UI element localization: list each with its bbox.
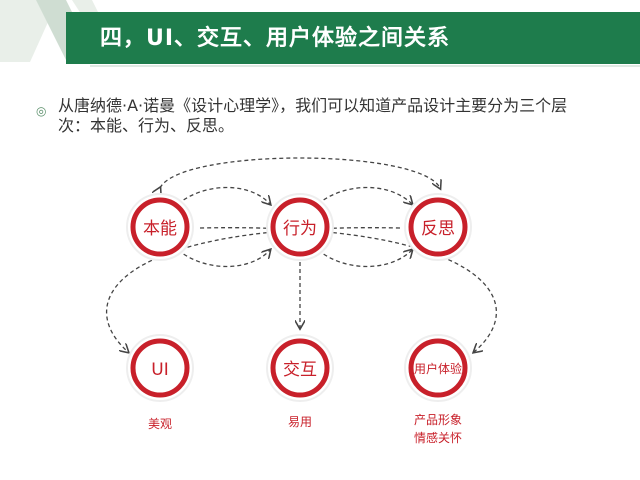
caption-ui: 美观 [148,417,172,431]
caption-ux-line1: 产品形象 [414,413,462,427]
node-instinct: 本能 [126,193,194,261]
node-ui: UI [126,334,194,402]
node-ui-label: UI [151,360,168,380]
arc-instinct-behavior-top [178,186,270,205]
node-reflect-label: 反思 [421,219,455,239]
arc-behavior-reflect-bottom [318,250,412,268]
intro-paragraph: 从唐纳德·A·诺曼《设计心理学》，我们可以知道产品设计主要分为三个层次：本能、行… [58,96,568,135]
caption-ux-line2: 情感关怀 [414,430,462,445]
arc-behavior-reflect-top [318,186,412,205]
slide-title: 四，UI、交互、用户体验之间关系 [100,26,451,51]
caption-interaction: 易用 [288,415,312,429]
arc-instinct-reflect-top [160,157,440,188]
node-instinct-label: 本能 [143,219,177,239]
node-interaction: 交互 [266,334,334,402]
loop-instinct-to-ux [199,227,497,352]
node-reflect: 反思 [404,193,472,261]
node-behavior-label: 行为 [283,219,317,239]
node-behavior: 行为 [266,193,334,261]
node-ux: 用户体验 [404,334,472,402]
node-ux-label: 用户体验 [414,361,462,376]
arc-instinct-behavior-bottom [178,250,270,268]
title-underline [90,65,640,67]
node-interaction-label: 交互 [283,360,317,380]
bullet-icon: ◎ [36,104,47,118]
title-bar [66,12,640,64]
